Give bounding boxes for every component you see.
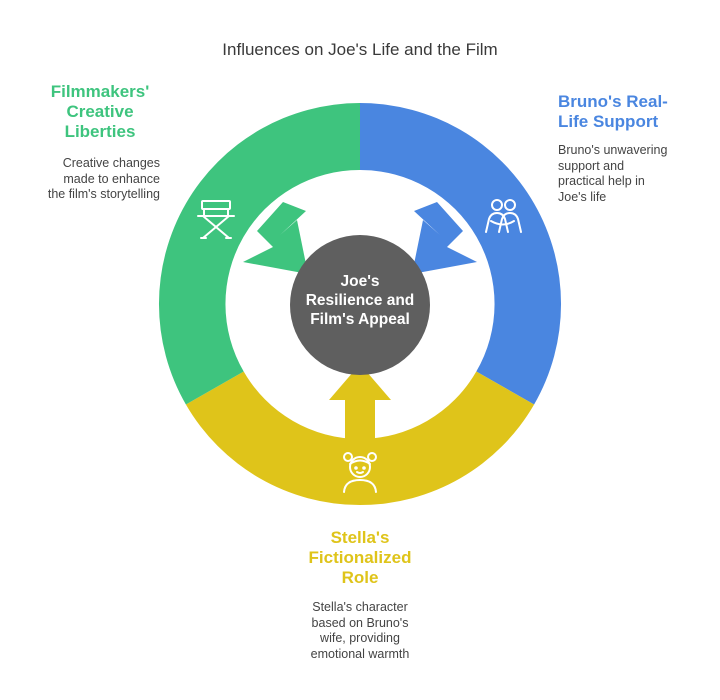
- people-hugging-icon: [485, 199, 522, 233]
- stella-title: Stella's Fictionalized Role: [308, 528, 412, 587]
- diagram-title: Influences on Joe's Life and the Film: [222, 40, 498, 59]
- filmmakers-title: Filmmakers' Creative Liberties: [50, 82, 150, 141]
- directors-chair-icon: [197, 200, 235, 239]
- arrow-filmmakers: [243, 202, 308, 274]
- arrow-bruno: [412, 202, 477, 274]
- segment-bruno: [360, 103, 562, 405]
- segment-filmmakers: [158, 103, 360, 405]
- filmmakers-description: Creative changes made to enhance the fil…: [47, 156, 160, 201]
- center-circle: [290, 235, 430, 375]
- stella-description: Stella's character based on Bruno's wife…: [310, 600, 410, 661]
- center-label: Joe's Resilience and Film's Appeal: [305, 273, 415, 328]
- girl-icon: [343, 452, 377, 493]
- bruno-description: Bruno's unwavering support and practical…: [558, 143, 668, 204]
- segment-stella: [185, 371, 535, 506]
- arrow-stella: [329, 364, 391, 440]
- bruno-title: Bruno's Real- Life Support: [558, 92, 668, 131]
